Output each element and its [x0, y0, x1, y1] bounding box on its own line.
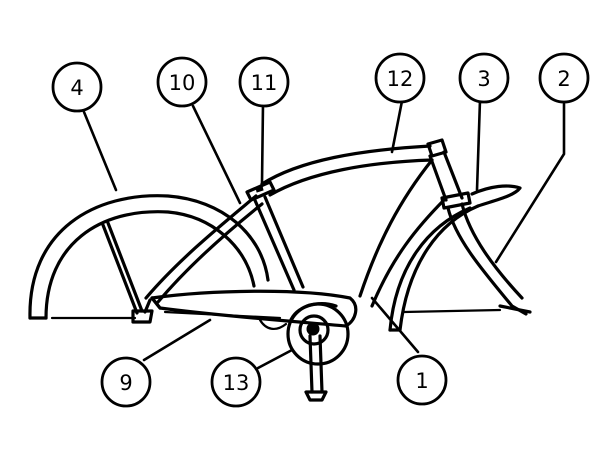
- callout-label: 12: [387, 67, 414, 91]
- rear-dropout: [131, 298, 154, 324]
- callout-circle: [51, 61, 103, 113]
- callout-circle: [458, 52, 510, 104]
- callout-circle: [100, 356, 152, 408]
- callout-label: 1: [415, 369, 428, 393]
- leader-3: [475, 98, 482, 192]
- leader-11: [260, 102, 265, 185]
- front-fork: [446, 202, 532, 316]
- top-tube: [260, 144, 434, 197]
- leader-1: [370, 296, 420, 354]
- leader-10: [191, 104, 242, 205]
- leader-12: [390, 99, 404, 154]
- callout-1: 1: [396, 354, 448, 406]
- callout-label: 4: [70, 76, 83, 100]
- callout-circle: [210, 356, 262, 408]
- callout-13: 13: [210, 356, 262, 408]
- callout-3: 3: [458, 52, 510, 104]
- leader-9: [142, 318, 212, 362]
- down-tube: [358, 158, 448, 308]
- leader-lines: [82, 98, 566, 370]
- leader-2: [494, 100, 566, 264]
- callout-label: 11: [251, 71, 278, 95]
- callout-11: 11: [238, 56, 290, 108]
- rear-fender-brace: [101, 221, 144, 315]
- callout-10: 10: [156, 56, 208, 108]
- callout-circle: [396, 354, 448, 406]
- callouts: 4 10 11 12 3 2 9 13 1: [51, 52, 590, 408]
- crank-arm: [304, 334, 328, 402]
- callout-circle: [538, 52, 590, 104]
- chainring: [286, 302, 350, 366]
- callout-circle: [238, 56, 290, 108]
- callout-4: 4: [51, 61, 103, 113]
- callout-label: 3: [477, 67, 490, 91]
- callout-2: 2: [538, 52, 590, 104]
- callout-circle: [374, 52, 426, 104]
- callout-12: 12: [374, 52, 426, 104]
- callout-label: 10: [169, 71, 196, 95]
- callout-9: 9: [100, 356, 152, 408]
- leader-4: [82, 110, 118, 192]
- seat-tube: [252, 195, 305, 292]
- front-fender: [388, 184, 522, 332]
- head-tube: [426, 138, 472, 210]
- seat-stay: [144, 194, 264, 304]
- callout-label: 9: [119, 371, 132, 395]
- callout-label: 2: [557, 67, 570, 91]
- leader-13: [256, 348, 294, 370]
- callout-circle: [156, 56, 208, 108]
- callout-label: 13: [223, 371, 250, 395]
- rear-fender: [28, 194, 270, 320]
- seat-post-clamp: [245, 180, 276, 202]
- chain-guard: [150, 289, 358, 330]
